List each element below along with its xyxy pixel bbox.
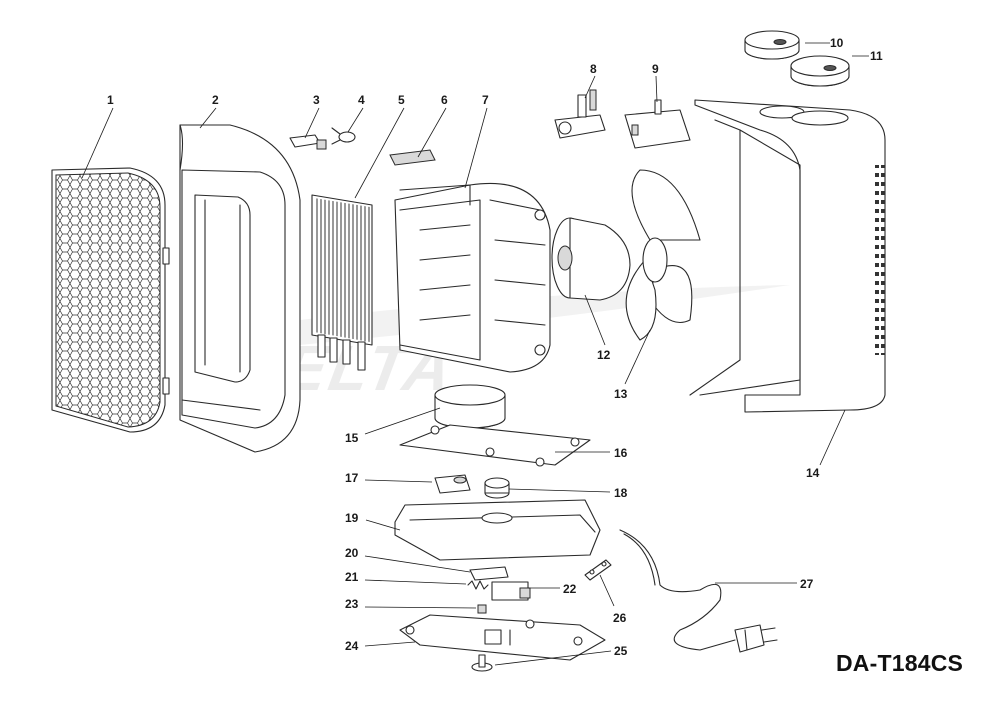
part-number-27: 27 (800, 577, 814, 591)
part-number-26: 26 (613, 611, 627, 625)
part-thermal-switch (289, 134, 327, 150)
part-base-plate (399, 424, 591, 467)
part-number-1: 1 (107, 93, 114, 107)
part-number-2: 2 (212, 93, 219, 107)
part-rocker-switch (624, 99, 691, 149)
part-number-7: 7 (482, 93, 489, 107)
part-tip-over-lever (469, 566, 509, 581)
part-number-20: 20 (345, 546, 359, 560)
part-bottom-plate (399, 614, 606, 661)
part-number-12: 12 (597, 348, 611, 362)
part-rear-housing (689, 99, 886, 413)
part-heating-element (311, 194, 373, 371)
part-front-frame (179, 124, 301, 453)
model-number: DA-T184CS (836, 650, 964, 676)
part-cord-clamp (584, 559, 612, 581)
part-number-25: 25 (614, 644, 628, 658)
part-knob-10 (744, 30, 800, 60)
part-heater-housing (394, 182, 551, 373)
part-motor (551, 217, 631, 301)
part-grille (51, 167, 170, 433)
part-power-cord (619, 529, 778, 653)
part-fan-blade (625, 169, 701, 341)
part-numbers: 1 2 3 4 5 6 7 8 9 10 11 12 13 14 15 16 1… (107, 36, 883, 658)
part-number-8: 8 (590, 62, 597, 76)
part-number-18: 18 (614, 486, 628, 500)
part-number-17: 17 (345, 471, 359, 485)
part-number-3: 3 (313, 93, 320, 107)
part-number-14: 14 (806, 466, 820, 480)
part-mica-plate (389, 149, 436, 166)
part-number-15: 15 (345, 431, 359, 445)
part-spring (467, 580, 489, 590)
part-number-21: 21 (345, 570, 359, 584)
part-number-10: 10 (830, 36, 844, 50)
part-number-24: 24 (345, 639, 359, 653)
part-bearing (484, 477, 510, 499)
part-base (394, 499, 601, 561)
part-knob-11 (790, 55, 850, 87)
part-number-13: 13 (614, 387, 628, 401)
leader-lines (81, 42, 869, 666)
part-number-6: 6 (441, 93, 448, 107)
part-thermostat (554, 89, 606, 139)
part-safety-switch (491, 581, 531, 601)
part-number-4: 4 (358, 93, 365, 107)
part-indicator-lamp (331, 127, 356, 145)
part-small-block (477, 604, 487, 614)
part-number-22: 22 (563, 582, 577, 596)
part-number-16: 16 (614, 446, 628, 460)
part-number-11: 11 (870, 49, 883, 63)
part-number-9: 9 (652, 62, 659, 76)
part-foot (471, 654, 493, 672)
part-number-5: 5 (398, 93, 405, 107)
part-number-23: 23 (345, 597, 359, 611)
part-number-19: 19 (345, 511, 359, 525)
part-bracket (434, 474, 471, 494)
part-motor-cover (434, 384, 506, 429)
